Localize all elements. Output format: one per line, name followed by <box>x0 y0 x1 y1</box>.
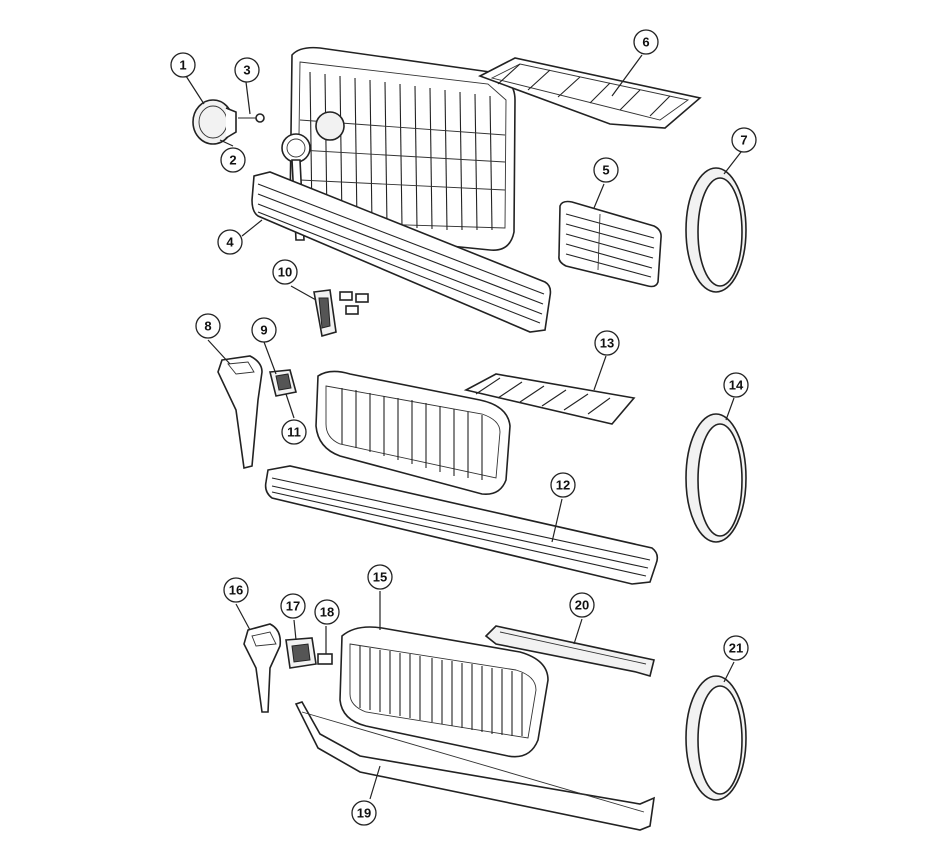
callout-17-label: 17 <box>286 599 300 614</box>
callout-14: 14 <box>723 372 749 398</box>
callout-9-label: 9 <box>260 323 267 338</box>
callout-11: 11 <box>281 419 307 445</box>
callout-15: 15 <box>367 564 393 590</box>
callout-3-label: 3 <box>243 63 250 78</box>
part-headlamp-ring-21 <box>685 675 747 801</box>
part-badge-17 <box>285 637 317 669</box>
callout-4-label: 4 <box>226 235 234 250</box>
part-main-grille-middle <box>315 370 511 496</box>
part-top-panel-13 <box>463 373 636 425</box>
callout-2-label: 2 <box>229 153 236 168</box>
part-emblem-clips-10 <box>313 289 369 338</box>
callout-6-label: 6 <box>642 35 649 50</box>
callout-17: 17 <box>280 593 306 619</box>
part-main-grille-upper <box>289 46 516 251</box>
part-side-grille-5 <box>558 200 662 288</box>
callout-12-label: 12 <box>556 478 570 493</box>
callout-21-label: 21 <box>729 641 743 656</box>
leader-lines <box>185 54 742 800</box>
callout-10-label: 10 <box>278 265 292 280</box>
callout-20-label: 20 <box>575 598 589 613</box>
callout-14-label: 14 <box>729 378 744 393</box>
callout-13-label: 13 <box>600 336 614 351</box>
callout-16-label: 16 <box>229 583 243 598</box>
callout-7-label: 7 <box>740 133 747 148</box>
part-centre-bar-8 <box>217 355 263 469</box>
part-screw <box>238 113 265 123</box>
part-lower-trim-19 <box>294 701 655 831</box>
callout-5-label: 5 <box>602 163 609 178</box>
callout-18: 18 <box>314 599 340 625</box>
part-lower-grille-12 <box>264 465 659 585</box>
part-badge-medallion <box>192 99 237 145</box>
callout-15-label: 15 <box>373 570 387 585</box>
callout-16: 16 <box>223 577 249 603</box>
callout-4: 4 <box>217 229 243 255</box>
part-main-grille-15 <box>339 626 549 758</box>
callout-11-label: 11 <box>287 425 301 440</box>
callout-2: 2 <box>220 147 246 173</box>
callout-12: 12 <box>550 472 576 498</box>
callout-13: 13 <box>594 330 620 356</box>
part-centre-bar-16 <box>243 623 282 713</box>
callout-9: 9 <box>251 317 277 343</box>
part-headlamp-ring-7 <box>685 167 747 293</box>
part-badge-9-11 <box>268 369 297 397</box>
callout-8-label: 8 <box>204 319 211 334</box>
callout-1-label: 1 <box>179 58 186 73</box>
callout-1: 1 <box>170 52 196 78</box>
part-headlamp-ring-14 <box>685 413 747 543</box>
callout-18-label: 18 <box>320 605 334 620</box>
callout-10: 10 <box>272 259 298 285</box>
callout-8: 8 <box>195 313 221 339</box>
part-lower-grille-4 <box>251 171 552 333</box>
callout-7: 7 <box>731 127 757 153</box>
callout-6: 6 <box>633 29 659 55</box>
callout-5: 5 <box>593 157 619 183</box>
callout-21: 21 <box>723 635 749 661</box>
part-clip-18 <box>317 653 333 665</box>
callout-19: 19 <box>351 800 377 826</box>
part-top-strip-20 <box>484 625 655 677</box>
callout-3: 3 <box>234 57 260 83</box>
part-top-panel-6 <box>478 57 702 129</box>
callout-19-label: 19 <box>357 806 371 821</box>
callout-20: 20 <box>569 592 595 618</box>
